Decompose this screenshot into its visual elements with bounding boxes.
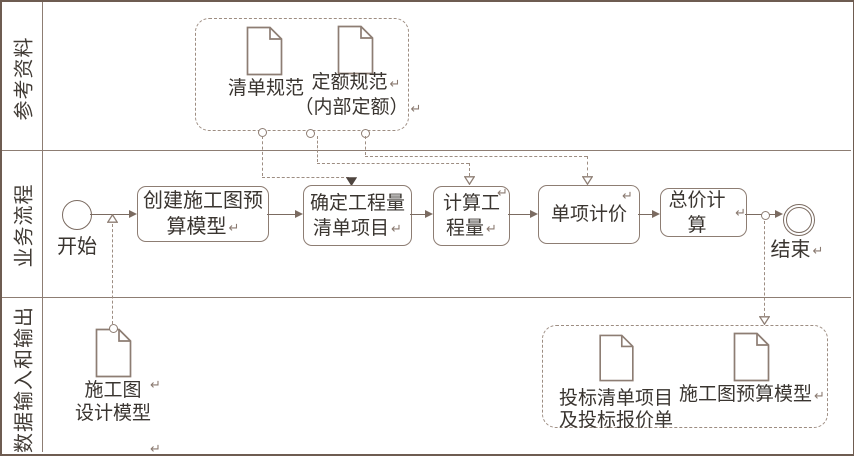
paragraph-mark: ↵: [389, 75, 401, 91]
dashed-connector: [365, 156, 587, 157]
label-input-doc-line2: 设计模型: [74, 403, 151, 424]
paragraph-mark: ↵: [814, 387, 825, 403]
document-icon-bid-list: [599, 334, 634, 382]
task-create-budget-model: 创建施工图预 算模型↵: [137, 186, 269, 242]
paragraph-mark: ↵: [150, 441, 161, 456]
arrowhead-down-hollow: [759, 316, 770, 325]
paragraph-mark: ↵: [410, 100, 422, 116]
dashed-connector: [469, 163, 470, 176]
label-output-model: 施工图预算模型↵: [679, 384, 825, 405]
flow-line: [638, 214, 654, 215]
paragraph-mark: ↵: [486, 221, 497, 236]
dashed-connector: [365, 136, 366, 155]
dashed-connector: [112, 224, 113, 324]
label-end: 结束↵: [770, 239, 824, 261]
dashed-connector: [317, 163, 469, 164]
paragraph-mark: ↵: [150, 377, 161, 392]
lane-title-reference: 参考资料: [13, 36, 36, 121]
arrowhead-right: [129, 210, 137, 218]
output-group-box: [542, 325, 828, 428]
label-quota-spec: 定额规范↵: [311, 72, 401, 93]
dashed-connector: [317, 136, 318, 162]
arrowhead-down-hollow: [582, 176, 593, 185]
arrowhead-right: [775, 210, 783, 218]
label-list-spec: 清单规范: [227, 78, 304, 99]
paragraph-mark: ↵: [812, 242, 824, 258]
connector-anchor-dot: [109, 324, 118, 333]
connector-anchor-dot: [761, 211, 770, 220]
arrowhead-right: [425, 210, 433, 218]
reference-group-box: [195, 18, 409, 131]
arrowhead-down-hollow: [464, 176, 475, 185]
arrowhead-right: [652, 210, 660, 218]
label-bid-doc-line2: 及投标报价单: [558, 410, 673, 431]
end-event-circle: [783, 204, 815, 236]
task-calculate-quantities: 计算工 程量↵: [433, 186, 510, 246]
arrowhead-down-filled: [346, 177, 357, 186]
lane-title-process: 业务流程: [13, 183, 36, 268]
label-start: 开始: [57, 236, 97, 258]
task-total-price-calculation: 总价计算↵: [660, 188, 747, 237]
lane-title-data-io: 数据输入和输出: [13, 306, 36, 453]
document-icon-quota-spec: [337, 25, 374, 75]
document-icon-design-model: [95, 328, 132, 378]
flow-line: [90, 214, 130, 215]
paragraph-mark: ↵: [735, 205, 746, 220]
paragraph-mark: ↵: [391, 220, 402, 236]
document-icon-budget-model: [733, 332, 770, 382]
lane-divider-2: [2, 297, 851, 298]
document-icon-list-spec: [246, 26, 283, 76]
dashed-connector: [262, 136, 263, 176]
lane-label-column-divider: [42, 2, 43, 452]
start-event-circle: [62, 200, 92, 230]
dashed-connector: [262, 177, 349, 178]
paragraph-mark: ↵: [228, 219, 240, 235]
flow-line: [267, 214, 297, 215]
label-quota-spec-note: （内部定额）↵: [294, 97, 422, 118]
paragraph-mark: ↵: [622, 188, 633, 203]
dashed-connector: [587, 156, 588, 176]
lane-divider-1: [2, 150, 851, 151]
dashed-connector: [764, 221, 765, 316]
arrowhead-up-hollow: [107, 214, 118, 223]
flow-line: [508, 214, 532, 215]
label-bid-doc-line1: 投标清单项目: [558, 388, 673, 409]
task-determine-boq-items: 确定工程量 清单项目↵: [303, 185, 412, 246]
flow-line: [410, 214, 427, 215]
connector-anchor-dot: [306, 129, 315, 138]
arrowhead-right: [295, 210, 303, 218]
paragraph-mark: ↵: [497, 185, 508, 200]
arrowhead-right: [530, 210, 538, 218]
label-input-doc-line1: 施工图: [84, 380, 142, 401]
